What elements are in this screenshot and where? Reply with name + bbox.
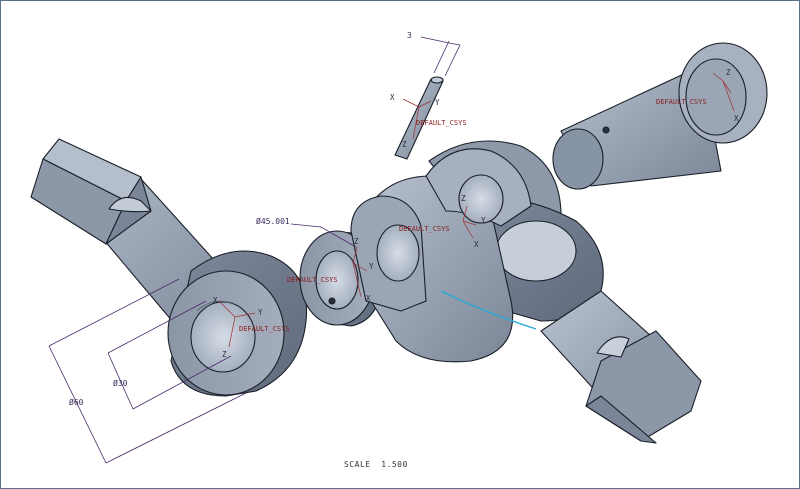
svg-text:Z: Z	[354, 237, 359, 246]
scale-label: SCALE 1.500	[344, 460, 408, 469]
svg-text:Y: Y	[369, 262, 374, 271]
pin-part[interactable]	[394, 76, 444, 160]
yoke-part[interactable]	[350, 140, 604, 363]
csys-upper-right-shaft: Z X DEFAULT_CSYS	[656, 68, 739, 123]
svg-text:X: X	[474, 240, 479, 249]
highlighted-edge	[440, 290, 537, 330]
lower-right-shaft-part[interactable]	[540, 290, 702, 444]
svg-text:X: X	[390, 93, 395, 102]
svg-text:X: X	[366, 294, 371, 303]
svg-text:Ø60: Ø60	[69, 397, 84, 407]
svg-text:Y: Y	[481, 216, 486, 225]
svg-text:DEFAULT_CSYS: DEFAULT_CSYS	[656, 98, 707, 106]
dimension-ring-diameter: Ø45.001	[256, 216, 357, 248]
csys-collar: X Y Z DEFAULT_CSYS	[213, 296, 290, 359]
svg-text:DEFAULT_CSYS: DEFAULT_CSYS	[287, 276, 338, 284]
svg-text:Y: Y	[435, 98, 440, 107]
svg-text:X: X	[213, 296, 218, 305]
csys-pin: X Y Z DEFAULT_CSYS	[390, 93, 467, 149]
csys-yoke: Z Y X DEFAULT_CSYS	[399, 194, 486, 249]
svg-text:Z: Z	[222, 350, 227, 359]
svg-text:Z: Z	[726, 68, 731, 77]
csys-ring: Z Y X DEFAULT_CSYS	[287, 237, 374, 303]
svg-text:X: X	[734, 114, 739, 123]
svg-text:Ø30: Ø30	[113, 378, 128, 388]
svg-text:Z: Z	[402, 140, 407, 149]
svg-text:Y: Y	[258, 308, 263, 317]
svg-text:DEFAULT_CSYS: DEFAULT_CSYS	[239, 325, 290, 333]
dimension-hole-diameter: Ø30	[107, 300, 232, 410]
svg-text:3: 3	[407, 31, 412, 40]
dimension-pin-width: 3	[407, 31, 461, 77]
svg-text:Z: Z	[461, 194, 466, 203]
svg-text:DEFAULT_CSYS: DEFAULT_CSYS	[416, 119, 467, 127]
svg-text:Ø45.001: Ø45.001	[256, 216, 290, 226]
collar-part[interactable]	[167, 250, 308, 397]
svg-text:DEFAULT_CSYS: DEFAULT_CSYS	[399, 225, 450, 233]
upper-right-shaft-part[interactable]	[552, 42, 768, 190]
dimension-outer-diameter: Ø60	[48, 278, 247, 464]
